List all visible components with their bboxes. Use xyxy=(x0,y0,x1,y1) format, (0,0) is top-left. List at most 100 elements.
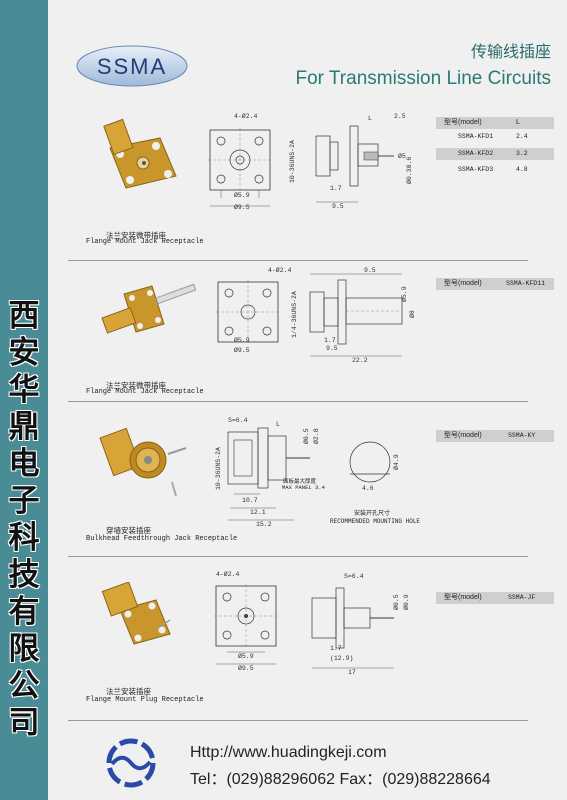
dim-label: Ø0.9 xyxy=(402,594,410,610)
company-char: 技 xyxy=(8,557,40,593)
company-logo xyxy=(106,738,156,788)
model-header-label: 型号(model) xyxy=(444,119,482,126)
model-value: SSMA-JF xyxy=(508,594,536,601)
caption-en: Bulkhead Feedthrough Jack Receptacle xyxy=(86,535,238,543)
section-divider xyxy=(68,556,528,557)
model-label: 型号(model) xyxy=(444,280,482,287)
contact-phone-fax: Tel：(029)88296062 Fax：(029)88228664 xyxy=(190,771,491,788)
section-divider xyxy=(68,401,528,402)
title-chinese: 传输线插座 xyxy=(470,42,551,61)
model-row-name: SSMA-KFD3 xyxy=(458,166,494,173)
drawing-kfd: 4-Ø2.4 Ø5.9 Ø9.5 10-36UNS-2A L 2.5 Ø5 Ø0… xyxy=(208,112,413,211)
panel-note-cn: 面板最大厚度 xyxy=(283,479,317,485)
dim-label: 4.6 xyxy=(362,485,374,492)
dim-label: 1/4-36UNS-2A xyxy=(291,291,298,338)
dim-label: 10.7 xyxy=(242,497,258,504)
dim-label: L xyxy=(276,421,280,428)
dim-label: 9.5 xyxy=(364,267,376,274)
sidebar: 西 安 华 鼎 电 子 科 技 有 限 公 司 xyxy=(0,0,48,800)
caption-cn: 法兰安装微带插座 xyxy=(106,381,166,390)
section-divider xyxy=(68,260,528,261)
dim-label: Ø9.5 xyxy=(238,664,254,672)
dim-label: 9.5 xyxy=(326,345,338,352)
model-table-header: 型号(model) L xyxy=(436,117,554,129)
model-box: 型号(model) SSMA-KFD11 xyxy=(436,278,554,290)
dim-label: 4-Ø2.4 xyxy=(268,266,292,274)
model-row-name: SSMA-KFD1 xyxy=(458,133,494,140)
dim-label: 10-36UNS-2A xyxy=(215,447,222,490)
dim-label: Ø5 xyxy=(398,152,406,160)
dim-label: Ø8 xyxy=(408,310,416,318)
model-value: SSMA-KY xyxy=(508,432,536,439)
model-box: 型号(model) SSMA-KY xyxy=(436,430,554,442)
model-row-value: 2.4 xyxy=(516,133,528,140)
product-photo-jf xyxy=(101,582,171,645)
section-divider xyxy=(68,720,528,721)
caption-en: Flange Mount Jack Receptacle xyxy=(86,388,204,396)
caption-cn: 法兰安装插座 xyxy=(106,687,151,696)
dim-label: Ø4.9 xyxy=(392,454,400,470)
dim-label: 2.5 xyxy=(394,113,406,120)
logo-text: SSMA xyxy=(97,54,167,79)
panel-note-en: MAX PANEL 3.4 xyxy=(282,484,325,491)
caption-cn: 法兰安装微带插座 xyxy=(106,231,166,240)
website-url: Http://www.huadingkeji.com xyxy=(190,744,387,761)
company-char: 西 xyxy=(8,298,40,334)
company-char: 司 xyxy=(8,705,40,741)
dim-label: 1.7 xyxy=(324,337,336,344)
drawing-jf: 4-Ø2.4 Ø5.9 Ø9.5 S=6.4 Ø0.5 Ø0.9 1.7 (12… xyxy=(214,570,410,676)
caption-en: Flange Mount Plug Receptacle xyxy=(86,696,204,704)
ssma-logo: SSMA xyxy=(76,45,188,87)
dim-label: 15.2 xyxy=(256,521,272,528)
dim-label: S=6.4 xyxy=(344,573,364,580)
product-photo-kfd11 xyxy=(101,283,197,334)
dim-label: Ø5.9 xyxy=(234,191,250,199)
dim-label: 10-36UNS-2A xyxy=(289,140,296,183)
company-char: 安 xyxy=(8,335,40,371)
hole-note-cn: 安装开孔尺寸 xyxy=(354,510,391,517)
model-table-row-shaded: SSMA-KFD2 3.2 xyxy=(436,148,554,160)
model-label: 型号(model) xyxy=(444,594,482,601)
drawing-ky: S=6.4 L Ø0.5 Ø2.8 10-36UNS-2A 10.7 12.1 … xyxy=(215,417,400,528)
dim-label: Ø5.9 xyxy=(238,652,254,660)
dim-label: 17 xyxy=(348,669,356,676)
company-char: 科 xyxy=(8,520,40,556)
company-char: 子 xyxy=(8,483,40,519)
dim-label: 4-Ø2.4 xyxy=(216,570,240,578)
title-english: For Transmission Line Circuits xyxy=(295,68,551,89)
caption-cn: 穿墙安装插座 xyxy=(106,526,151,535)
model-box: 型号(model) SSMA-JF xyxy=(436,592,554,604)
dim-label: Ø5.9 xyxy=(234,336,250,344)
dim-label: (12.9) xyxy=(330,655,353,662)
dim-label: 1.7 xyxy=(330,645,342,652)
model-row-value: 3.2 xyxy=(516,150,528,157)
company-char: 鼎 xyxy=(8,409,40,445)
dim-label: Ø9.5 xyxy=(234,203,250,211)
dim-label: Ø5.9 xyxy=(400,286,408,302)
dim-label: Ø9.5 xyxy=(234,346,250,354)
company-char: 限 xyxy=(8,631,40,667)
dim-label: L xyxy=(368,115,372,122)
dim-label: Ø0.5 xyxy=(392,594,400,610)
dim-label: 4-Ø2.4 xyxy=(234,112,258,120)
company-char: 电 xyxy=(8,446,40,482)
company-char: 公 xyxy=(8,668,40,704)
dim-label: Ø0.5 xyxy=(302,428,310,444)
model-header-value: L xyxy=(516,119,520,126)
model-row-value: 4.8 xyxy=(516,166,528,173)
hole-note-en: RECOMMENDED MOUNTING HOLE xyxy=(330,518,421,525)
caption-en: Flange Mount Jack Receptacle xyxy=(86,238,204,246)
dim-label: Ø2.8 xyxy=(312,428,320,444)
model-value: SSMA-KFD11 xyxy=(506,280,546,287)
model-row-name: SSMA-KFD2 xyxy=(458,150,494,157)
product-photo-kfd xyxy=(103,118,177,189)
model-label: 型号(model) xyxy=(444,432,482,439)
dim-label: 9.5 xyxy=(332,203,344,210)
company-char: 华 xyxy=(8,372,40,408)
product-photo-ky xyxy=(99,427,187,497)
dim-label: Ø0.38.6 xyxy=(405,157,413,184)
dim-label: S=6.4 xyxy=(228,417,248,424)
company-char: 有 xyxy=(8,594,40,630)
dim-label: 1.7 xyxy=(330,185,342,192)
